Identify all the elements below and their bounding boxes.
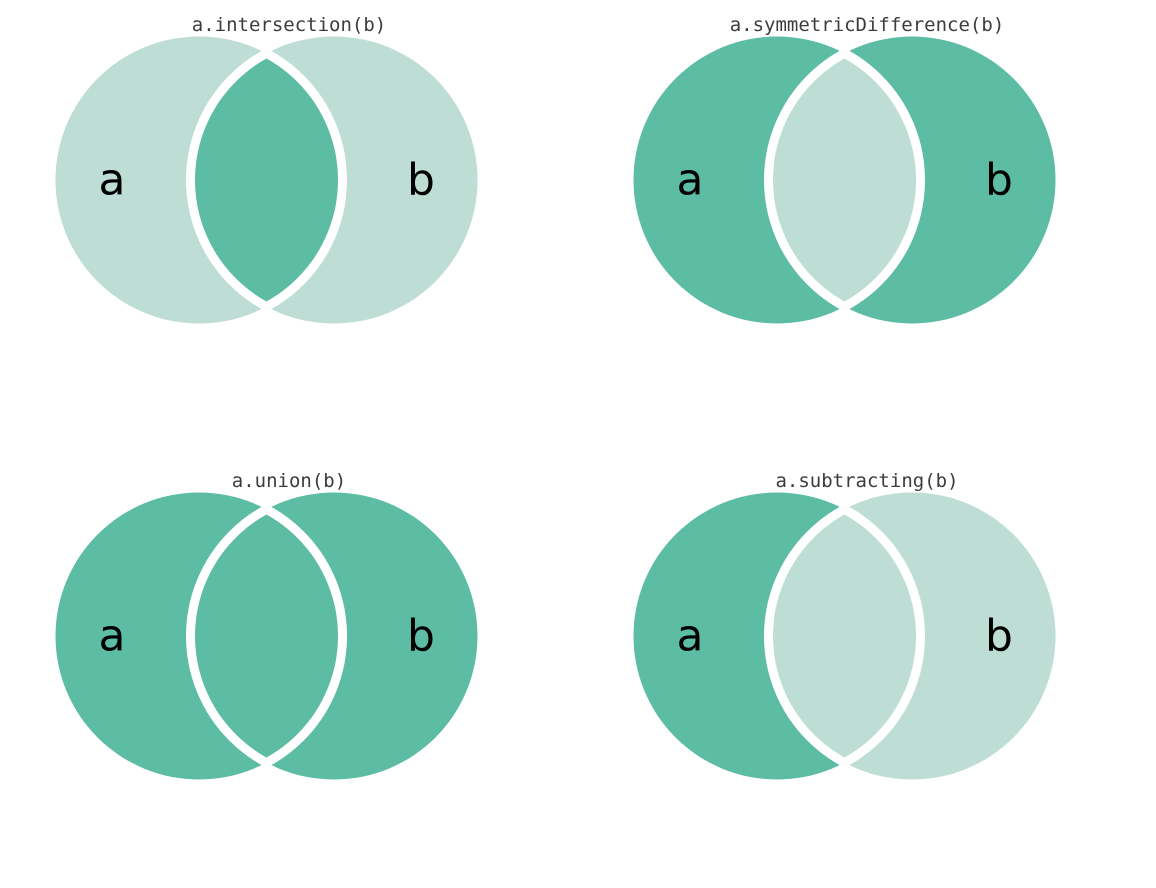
venn-outline-a [190, 492, 347, 780]
venn-outline-b [186, 36, 343, 324]
venn-outline-b [764, 492, 921, 780]
venn-cell-symmetric-difference: a.symmetricDifference(b) a b [578, 0, 1156, 432]
venn-figure-symmetric-difference: a b [606, 18, 1128, 378]
set-label-b: b [985, 611, 1013, 662]
set-label-a: a [677, 155, 704, 206]
venn-outline-a [768, 492, 925, 780]
venn-region-overlap [190, 492, 343, 780]
set-label-a: a [99, 611, 126, 662]
venn-figure-intersection: a b [28, 18, 550, 378]
venn-figure-union: a b [28, 474, 550, 834]
venn-outline-b [764, 36, 921, 324]
venn-outline-a [768, 36, 925, 324]
venn-title-union: a.union(b) [231, 470, 347, 492]
venn-outline-a [190, 36, 347, 324]
venn-region-overlap [190, 36, 343, 324]
venn-cell-union: a.union(b) a b [0, 456, 578, 888]
set-label-b: b [407, 611, 435, 662]
venn-cell-intersection: a.intersection(b) a b [0, 0, 578, 432]
set-label-a: a [677, 611, 704, 662]
venn-title-subtracting: a.subtracting(b) [775, 470, 959, 492]
venn-diagram-board: a.intersection(b) a b a.symmetricDiffere… [0, 0, 1156, 780]
venn-outline-b [186, 492, 343, 780]
set-label-b: b [985, 155, 1013, 206]
venn-region-overlap [768, 36, 921, 324]
venn-cell-subtracting: a.subtracting(b) a b [578, 456, 1156, 888]
set-label-a: a [99, 155, 126, 206]
venn-title-symmetric-difference: a.symmetricDifference(b) [729, 14, 1005, 36]
set-label-b: b [407, 155, 435, 206]
venn-region-overlap [768, 492, 921, 780]
venn-title-intersection: a.intersection(b) [191, 14, 387, 36]
venn-figure-subtracting: a b [606, 474, 1128, 834]
